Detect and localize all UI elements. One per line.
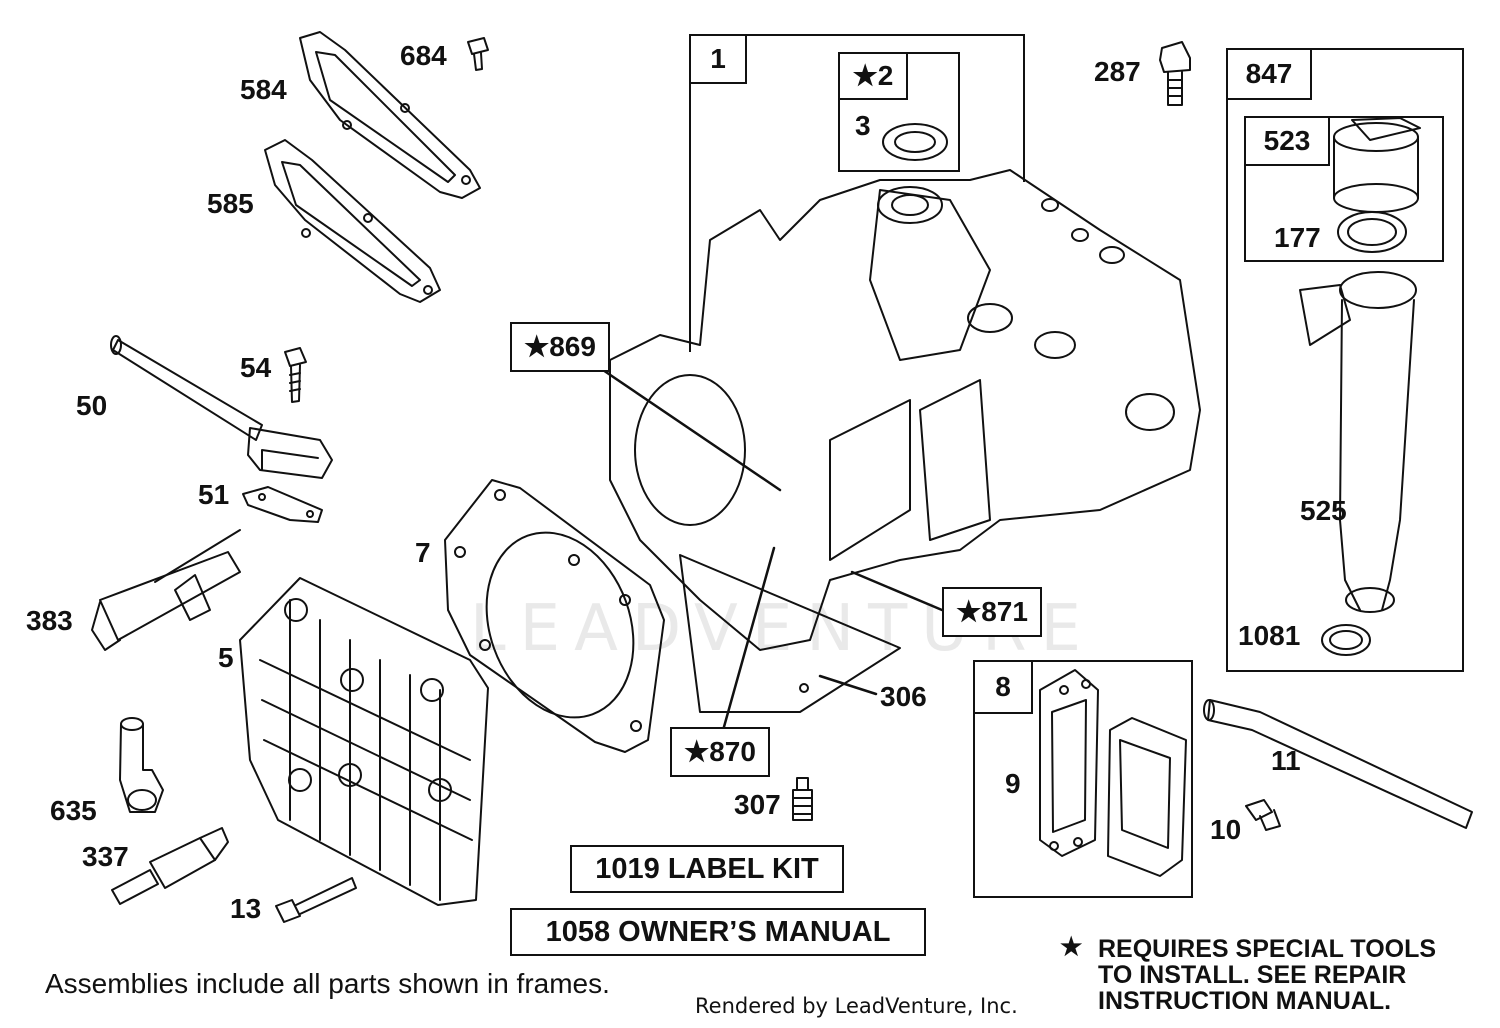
dipstick-frame bbox=[1244, 116, 1444, 262]
dipstick-tube-525-drawing bbox=[1299, 271, 1417, 613]
gasket-584-drawing bbox=[299, 31, 481, 199]
callout-287: 287 bbox=[1094, 56, 1141, 87]
callout-13: 13 bbox=[230, 893, 262, 924]
frame-label-8: 8 bbox=[973, 660, 1033, 714]
fitting-10-drawing bbox=[1245, 799, 1281, 831]
o-ring-177-drawing bbox=[1337, 211, 1407, 253]
callout-306: 306 bbox=[880, 681, 927, 712]
special-tools-line-3: INSTRUCTION MANUAL. bbox=[1098, 987, 1392, 1015]
frame-label-847: 847 bbox=[1226, 48, 1312, 100]
frame-label-2-number: 2 bbox=[877, 60, 894, 91]
callout-869: ★869 bbox=[510, 322, 610, 372]
callout-585: 585 bbox=[207, 188, 254, 219]
frame-label-2: ★2 bbox=[838, 52, 908, 100]
star-icon: ★ bbox=[524, 331, 550, 362]
star-icon: ★ bbox=[1060, 933, 1083, 961]
callout-11: 11 bbox=[1271, 745, 1301, 776]
dipstick-assembly-frame bbox=[1226, 48, 1464, 672]
callout-51: 51 bbox=[198, 479, 230, 510]
seal-3-drawing bbox=[882, 123, 948, 161]
callout-870-number: 870 bbox=[709, 736, 756, 767]
cylinder-head-5-drawing bbox=[239, 577, 489, 906]
bolt-13-drawing bbox=[275, 877, 357, 923]
short-block-1-drawing bbox=[609, 169, 1201, 651]
callout-9: 9 bbox=[1005, 768, 1021, 799]
assemblies-footnote: Assemblies include all parts shown in fr… bbox=[45, 968, 610, 999]
callout-10: 10 bbox=[1210, 814, 1242, 845]
head-gasket-7-drawing bbox=[444, 479, 665, 753]
owners-manual-box: 1058 OWNER’S MANUAL bbox=[510, 908, 926, 956]
leader-lines bbox=[598, 366, 944, 736]
special-tools-note: ★ REQUIRES SPECIAL TOOLS TO INSTALL. SEE… bbox=[1060, 933, 1437, 1015]
gasket-51-drawing bbox=[242, 486, 323, 523]
screw-307-drawing bbox=[792, 777, 813, 821]
o-ring-1081-drawing bbox=[1321, 624, 1371, 656]
special-tools-line-2: TO INSTALL. SEE REPAIR bbox=[1098, 961, 1407, 989]
short-block-frame-left bbox=[689, 34, 692, 352]
callout-635: 635 bbox=[50, 795, 97, 826]
label-kit-box: 1019 LABEL KIT bbox=[570, 845, 844, 893]
elbow-635-drawing bbox=[119, 717, 164, 813]
bolt-287-drawing bbox=[1159, 41, 1191, 106]
callout-869-number: 869 bbox=[549, 331, 596, 362]
callout-871-number: 871 bbox=[981, 596, 1028, 627]
tube-50-drawing bbox=[110, 335, 333, 479]
callout-584: 584 bbox=[240, 74, 287, 105]
frame-label-1: 1 bbox=[689, 34, 747, 84]
callout-383: 383 bbox=[26, 605, 73, 636]
callout-1081: 1081 bbox=[1238, 620, 1301, 651]
callout-54: 54 bbox=[240, 352, 272, 383]
screw-54-drawing bbox=[284, 347, 307, 403]
callout-50: 50 bbox=[76, 390, 108, 421]
spark-plug-337-drawing bbox=[111, 827, 229, 905]
screw-684-drawing bbox=[467, 37, 489, 71]
callout-7: 7 bbox=[415, 537, 431, 568]
callout-5: 5 bbox=[218, 642, 234, 673]
frame-label-523: 523 bbox=[1244, 116, 1330, 166]
star-icon: ★ bbox=[956, 596, 982, 627]
callout-525: 525 bbox=[1300, 495, 1347, 526]
breather-gasket-9-drawing bbox=[1039, 669, 1099, 857]
rendered-by-text: Rendered by LeadVenture, Inc. bbox=[695, 994, 1018, 1018]
breather-cover-8-drawing bbox=[1107, 717, 1187, 877]
label-306-drawing bbox=[679, 554, 901, 713]
special-tools-line-1: REQUIRES SPECIAL TOOLS bbox=[1098, 935, 1437, 963]
tube-11-drawing bbox=[1203, 699, 1473, 829]
sensor-383-drawing bbox=[91, 529, 241, 651]
breather-frame bbox=[973, 660, 1193, 898]
callout-337: 337 bbox=[82, 841, 129, 872]
callout-684: 684 bbox=[400, 40, 447, 71]
callout-177: 177 bbox=[1274, 222, 1321, 253]
star-icon: ★ bbox=[684, 736, 710, 767]
gasket-585-drawing bbox=[264, 139, 441, 303]
callout-870: ★870 bbox=[670, 727, 770, 777]
callout-3: 3 bbox=[855, 110, 871, 141]
callout-307: 307 bbox=[734, 789, 781, 820]
star-icon: ★ bbox=[852, 60, 878, 91]
callout-871: ★871 bbox=[942, 587, 1042, 637]
dipstick-cap-523-drawing bbox=[1333, 117, 1421, 213]
